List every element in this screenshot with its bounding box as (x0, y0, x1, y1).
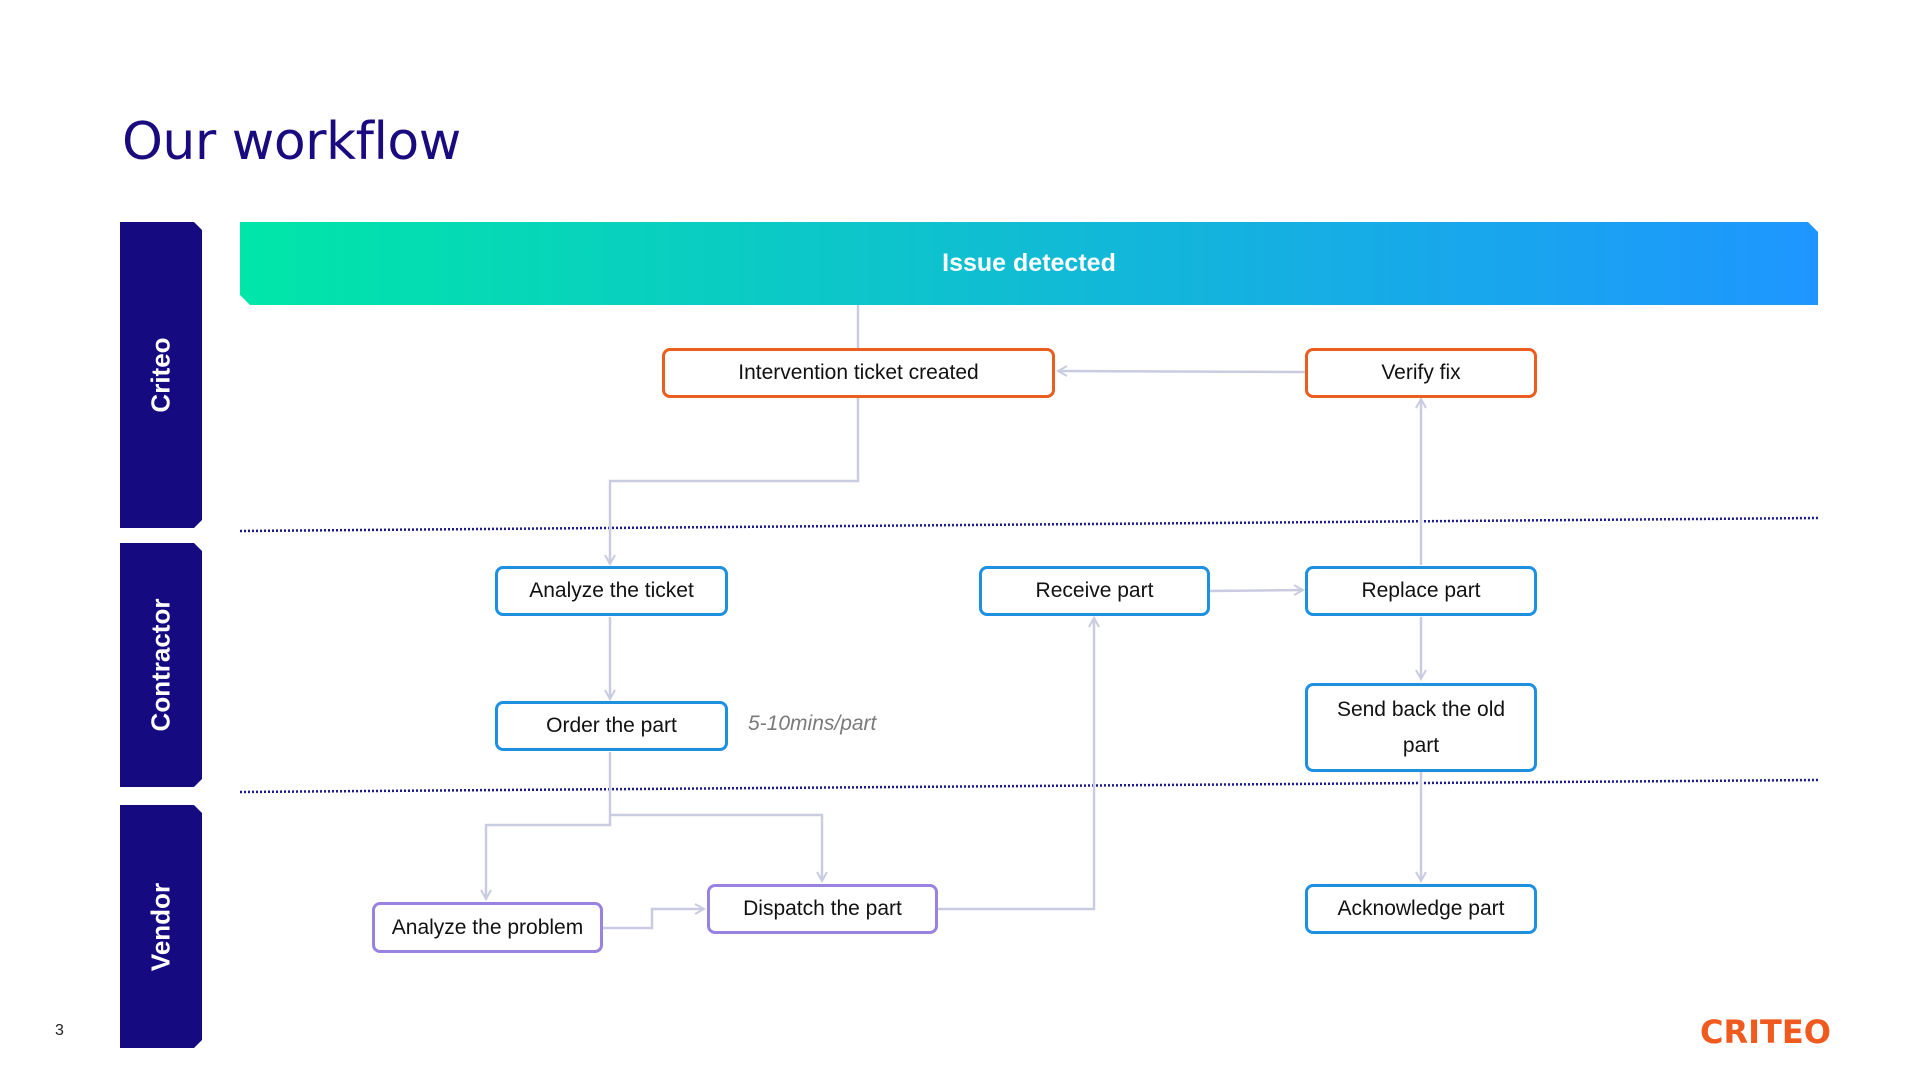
step-analyze-problem: Analyze the problem (372, 902, 603, 953)
slide-title: Our workflow (122, 112, 461, 172)
lane-divider-2 (239, 778, 1819, 794)
issue-detected-banner: Issue detected (240, 222, 1818, 305)
step-intervention-ticket: Intervention ticket created (662, 348, 1055, 398)
step-dispatch-part: Dispatch the part (707, 884, 938, 934)
lane-vendor: Vendor (120, 805, 202, 1048)
step-verify-fix: Verify fix (1305, 348, 1537, 398)
step-replace-part: Replace part (1305, 566, 1537, 616)
step-receive-part: Receive part (979, 566, 1210, 616)
step-order-part: Order the part (495, 701, 728, 751)
connector-order-dispatch (610, 813, 822, 881)
step-analyze-ticket: Analyze the ticket (495, 566, 728, 616)
connector-problem-dispatch (603, 909, 704, 930)
connector-order-analyze-problem (486, 752, 612, 899)
step-acknowledge-part: Acknowledge part (1305, 884, 1537, 934)
page-number: 3 (55, 1022, 64, 1039)
step-send-back-part: Send back the old part (1305, 683, 1537, 772)
lane-contractor: Contractor (120, 543, 202, 787)
lane-criteo: Criteo (120, 222, 202, 528)
connector-receive-replace (1208, 590, 1303, 591)
connector-ticket-analyze (610, 397, 860, 564)
connector-verify-ticket (1058, 371, 1306, 372)
duration-note: 5-10mins/part (748, 712, 877, 735)
lane-divider-1 (239, 516, 1819, 533)
connector-dispatch-receive (937, 618, 1094, 911)
criteo-logo: CRITEO (1700, 1013, 1831, 1051)
